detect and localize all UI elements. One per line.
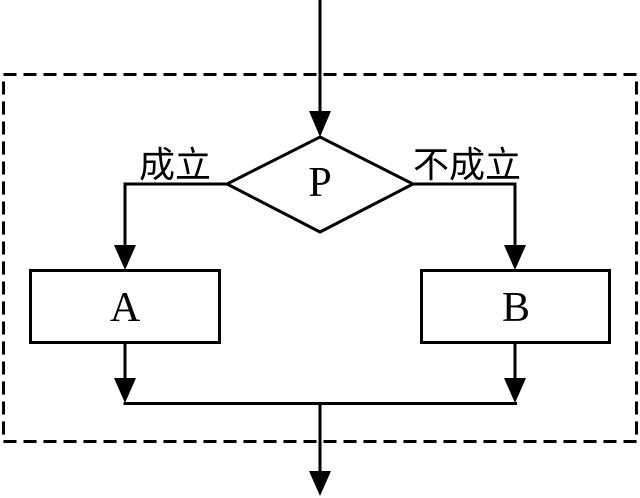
true-branch-arrowhead-icon: [114, 245, 136, 270]
process-b-exit-arrowhead-icon: [504, 378, 526, 403]
process-a-box: [29, 269, 221, 344]
true-branch-label: 成立: [139, 145, 211, 185]
decision-diamond: [223, 135, 417, 234]
process-a-exit-arrowhead-icon: [114, 378, 136, 403]
process-b-box: [420, 269, 611, 344]
entry-arrowhead-icon: [309, 111, 331, 137]
decision-label: P: [308, 160, 331, 206]
process-a-label: A: [110, 285, 141, 331]
true-branch-line: [123, 182, 227, 247]
exit-arrowhead-icon: [309, 471, 331, 496]
false-branch-line: [413, 182, 517, 247]
process-b-label: B: [502, 285, 530, 331]
false-branch-label: 不成立: [413, 145, 521, 185]
false-branch-arrowhead-icon: [504, 245, 526, 270]
